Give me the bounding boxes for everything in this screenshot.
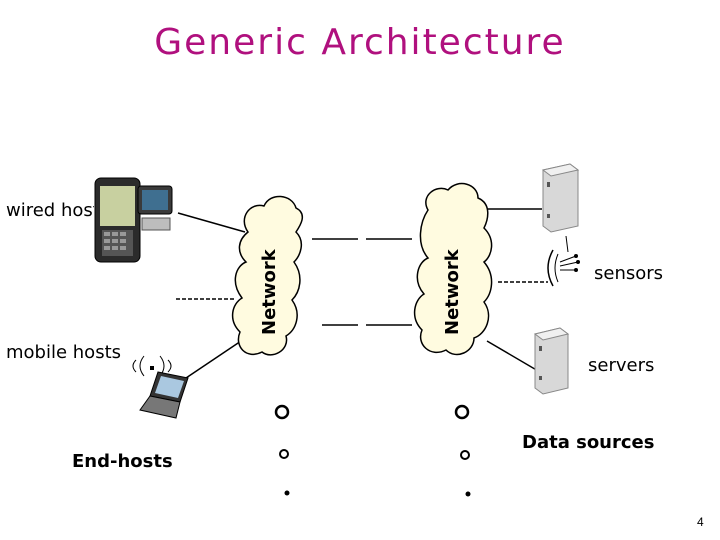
network-cloud-left: Network: [231, 195, 304, 356]
network-cloud-right: Network: [413, 182, 493, 356]
wired-link-line: [177, 212, 246, 233]
servers-label: servers: [588, 355, 655, 376]
mobile-host-icon: [132, 355, 189, 419]
page-title: Generic Architecture: [154, 22, 566, 63]
page-number: 4: [697, 515, 704, 529]
sensor-icon: [547, 235, 580, 287]
data-sources-label: Data sources: [522, 432, 655, 453]
mobile-hosts-label: mobile hosts: [6, 342, 122, 363]
wired-hosts-text: wired hosts: [6, 200, 94, 221]
wired-hosts-label: wired hosts: [6, 200, 94, 221]
end-hosts-label: End-hosts: [72, 451, 173, 472]
sensors-label: sensors: [594, 263, 664, 284]
network-left-label: Network: [259, 248, 280, 335]
connection-lines: [176, 208, 548, 379]
wired-host-icon: [94, 177, 173, 263]
continuation-dots-right: [454, 404, 471, 497]
network-right-label: Network: [442, 248, 463, 335]
server-icon-top: [541, 163, 580, 233]
server-icon-bottom: [533, 327, 570, 395]
continuation-dots-left: [274, 404, 290, 496]
